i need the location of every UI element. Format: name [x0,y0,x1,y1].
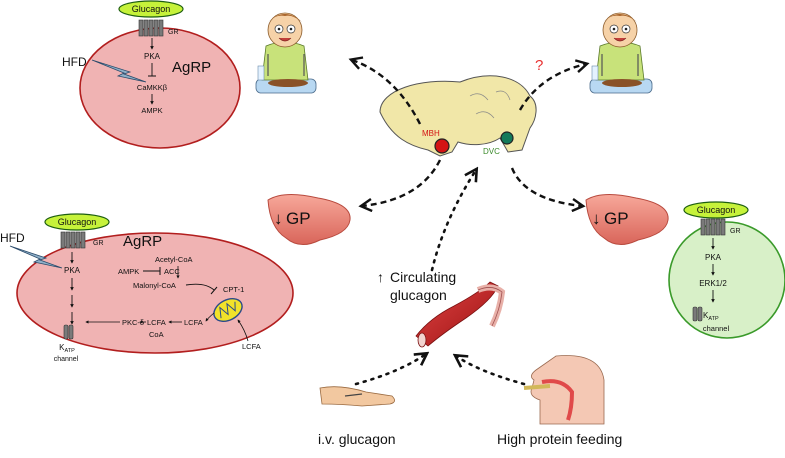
right-dvc-neuron: Glucagon GR PKA ERK1/2 KATP channel [668,201,785,339]
left-glucagon-label: Glucagon [58,217,97,227]
top-glucagon-receptor-icon [138,19,164,37]
liver-left-icon [267,194,351,245]
left-katp-channel-icon [63,324,74,340]
top-pka-inhibits-camkk [148,63,156,77]
right-pka-label: PKA [705,253,722,262]
arrow-dvc-to-feeding-right [518,64,586,111]
left-katp-channel-label: channel [54,356,79,363]
gp-right-label: GP [604,209,629,228]
left-receptor-label: GR [93,240,104,247]
iv-glucagon-label: i.v. glucagon [318,431,396,447]
left-arrow-mito-lcfa [205,312,215,322]
arrow-dvc-to-gp-right [510,167,582,206]
right-glucagon-badge [683,201,749,219]
right-receptor-label: GR [730,228,741,235]
left-malonyl-coa-label: Malonyl-CoA [133,281,176,290]
gp-right-arrow: ↓ [592,209,601,228]
arm-injection-icon [319,386,395,407]
left-hfd-lightning-icon [9,245,63,269]
dvc-label: DVC [483,147,500,156]
eating-boy-right-icon [589,12,653,94]
left-lcfa-coa-label-line1: LCFA [147,318,166,327]
top-ampk-label: AMPK [141,106,162,115]
left-acetyl-coa-label: Acetyl-CoA [155,255,193,264]
left-acc-label: ACC [164,267,180,276]
arrow-mbh-to-feeding-left [352,60,422,125]
right-erk-label: ERK1/2 [699,279,727,288]
dvc-dot [500,131,514,145]
top-glucagon-badge [118,0,184,18]
left-hfd-label: HFD [0,231,25,245]
arrow-vessel-to-brain [430,170,476,272]
high-protein-label: High protein feeding [497,431,622,447]
top-agrp-neuron: Glucagon GR PKA AgRP CaMKKβ AMPK HFD [62,0,241,149]
left-lcfa-coa-label-line2: CoA [149,330,164,339]
left-cpt1-label: CPT-1 [223,285,244,294]
circulating-up-arrow: ↑ [377,269,384,285]
right-glucagon-label: Glucagon [697,205,736,215]
top-receptor-label: GR [168,29,179,36]
left-mitochondrion-icon [213,298,243,322]
left-katp-label: KATP [59,343,75,354]
left-arrow-outer-lcfa [237,319,249,342]
circulating-label-line2: glucagon [390,287,447,303]
left-lcfa-outer-label: LCFA [242,342,261,351]
right-katp-channel-label: channel [703,324,730,333]
top-camkk-label: CaMKKβ [137,83,168,92]
left-malonyl-inhibits-cpt1 [185,283,218,295]
gp-left-label: GP [286,209,311,228]
mbh-dot [434,138,450,154]
left-ampk-inhibits-acc [143,267,161,275]
arrow-mbh-to-gp-left [362,159,442,206]
top-hfd-label: HFD [62,55,87,69]
arrow-feeding-to-vessel [456,356,526,386]
head-feeding-icon [523,355,605,425]
left-pka-label: PKA [64,266,81,275]
question-mark: ? [535,57,543,74]
right-cell-body [668,221,785,339]
left-agrp-title: AgRP [123,233,162,250]
right-katp-channel-icon [692,306,703,322]
eating-boy-left-icon [255,12,317,94]
gp-left-arrow: ↓ [274,209,283,228]
top-hfd-lightning-icon [91,59,147,83]
brain-icon: MBH DVC [379,75,537,157]
right-katp-label: KATP [703,311,719,322]
top-pka-label: PKA [144,52,161,61]
blood-vessel-icon [415,281,506,348]
top-agrp-title: AgRP [172,59,211,76]
right-glucagon-receptor-icon [700,218,726,236]
left-lcfa-inner-label: LCFA [184,318,203,327]
left-agrp-neuron: Glucagon GR AgRP HFD PKA Acetyl-CoA AMPK… [0,213,294,363]
top-glucagon-label: Glucagon [132,4,171,14]
left-glucagon-badge [44,213,110,231]
arrow-iv-to-vessel [354,354,426,386]
mbh-label: MBH [422,129,440,138]
left-ampk-label: AMPK [118,267,139,276]
left-glucagon-receptor-icon [60,231,86,249]
circulating-label-line1: Circulating [390,269,456,285]
liver-right-icon [585,194,669,245]
left-pkc-label: PKC-δ [122,318,144,327]
